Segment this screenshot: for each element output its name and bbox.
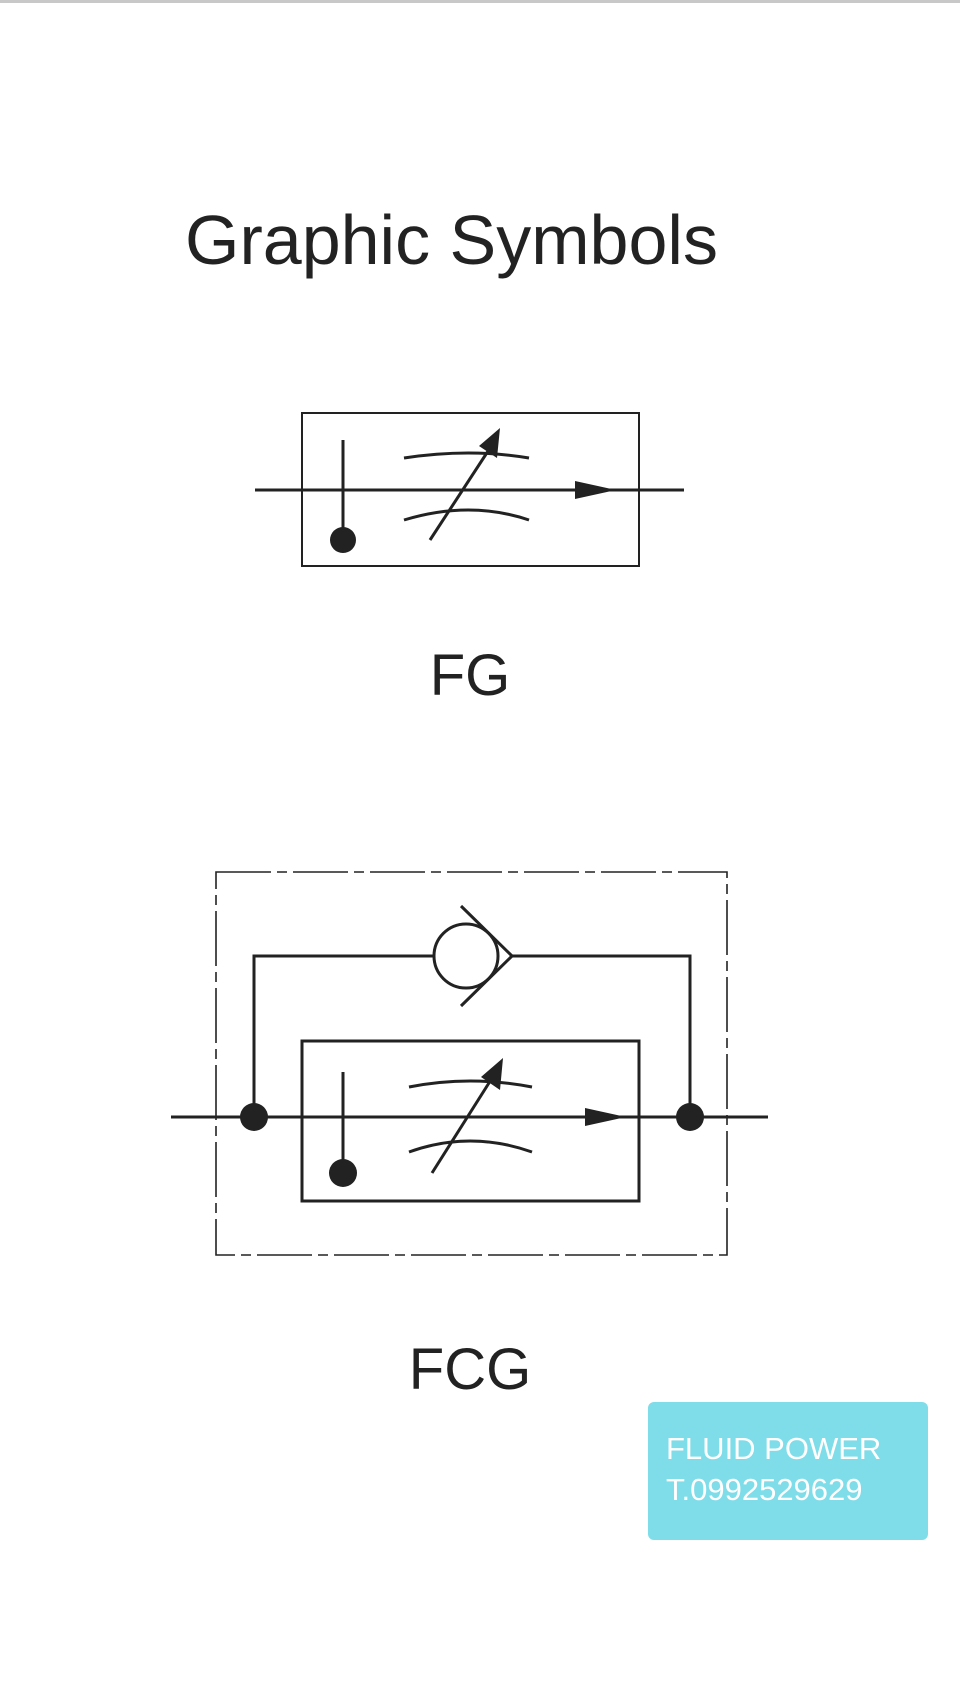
fcg-throttle-lower-arc	[408, 1139, 533, 1154]
fcg-label: FCG	[408, 1337, 532, 1402]
junction-dot-icon	[676, 1103, 704, 1131]
check-valve-seat-upper	[459, 904, 514, 958]
fcg-housing-box	[300, 1039, 641, 1203]
pressure-compensator-icon	[330, 527, 356, 553]
top-rule	[0, 0, 960, 3]
contact-phone: T.0992529629	[666, 1472, 863, 1507]
fg-throttle-upper-arc	[403, 451, 530, 460]
contact-badge[interactable]: FLUID POWER T.0992529629	[648, 1402, 928, 1540]
fg-label: FG	[429, 643, 511, 708]
fg-adjust-arrow-shaft	[428, 444, 494, 541]
fcg-bypass-line	[252, 954, 435, 1117]
fcg-bypass-line-return	[512, 954, 692, 1117]
page-title: Graphic Symbols	[185, 201, 718, 279]
fcg-adjust-arrow-shaft	[430, 1074, 496, 1174]
fg-symbol	[255, 412, 684, 567]
junction-dot-icon	[240, 1103, 268, 1131]
check-arrow-icon	[585, 1108, 626, 1126]
dashed-enclosure-icon	[215, 871, 728, 1256]
adjustable-throttle-icon	[479, 428, 500, 458]
fcg-symbol	[171, 871, 768, 1256]
fcg-throttle-upper-arc	[408, 1079, 533, 1089]
check-valve-seat-lower	[459, 954, 514, 1008]
contact-name: FLUID POWER	[666, 1431, 882, 1466]
fg-throttle-lower-arc	[403, 508, 530, 522]
check-valve-icon	[432, 922, 500, 990]
adjustable-throttle-icon	[481, 1058, 503, 1090]
check-arrow-icon	[575, 481, 616, 499]
pressure-compensator-icon	[329, 1159, 357, 1187]
